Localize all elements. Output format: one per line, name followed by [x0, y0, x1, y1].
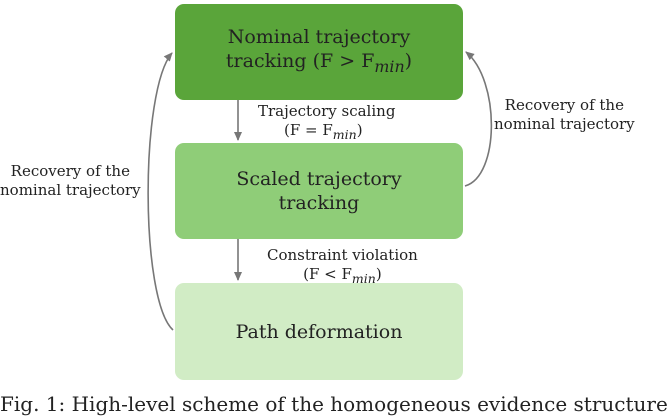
- node-nominal-line1: Nominal trajectory: [227, 26, 411, 49]
- edge-scaling-line2: (F = Fmin): [258, 121, 395, 144]
- edge-scaling-sub: min: [332, 127, 357, 142]
- edge-recovery-left-line1: Recovery of the: [10, 162, 130, 180]
- arrow-recovery-left: [147, 52, 174, 331]
- edge-scaling-end: ): [356, 121, 363, 139]
- node-nominal-end: ): [404, 50, 413, 73]
- figure-caption: Fig. 1: High-level scheme of the homogen…: [0, 392, 668, 416]
- edge-violation-sub: min: [351, 271, 376, 286]
- edge-violation-line1: Constraint violation: [267, 246, 418, 264]
- edge-label-violation: Constraint violation (F < Fmin): [267, 246, 418, 288]
- edge-recovery-right-line1: Recovery of the: [504, 96, 624, 114]
- node-path-line1: Path deformation: [235, 320, 403, 343]
- edge-label-scaling: Trajectory scaling (F = Fmin): [258, 102, 395, 144]
- node-nominal-sub: min: [374, 56, 405, 76]
- edge-recovery-left-line2: nominal trajectory: [0, 181, 141, 199]
- edge-violation-end: ): [375, 265, 382, 283]
- edge-label-recovery-left: Recovery of the nominal trajectory: [0, 162, 141, 200]
- edge-scaling-line1: Trajectory scaling: [258, 102, 396, 120]
- node-nominal-line2: tracking (F > Fmin): [226, 49, 412, 79]
- edge-label-recovery-right: Recovery of the nominal trajectory: [494, 96, 635, 134]
- edge-violation-line2: (F < Fmin): [267, 265, 418, 288]
- edge-scaling-cond: (F = F: [284, 121, 333, 139]
- node-scaled-line1: Scaled trajectory: [236, 168, 402, 190]
- arrows-layer: [147, 51, 493, 331]
- node-scaled-tracking: Scaled trajectory tracking: [175, 143, 463, 239]
- node-path-deformation: Path deformation: [175, 283, 463, 380]
- node-scaled-line2: tracking: [278, 192, 360, 214]
- node-nominal-cond: tracking (F > F: [225, 50, 375, 73]
- node-nominal-tracking: Nominal trajectory tracking (F > Fmin): [175, 4, 463, 100]
- edge-violation-cond: (F < F: [303, 265, 352, 283]
- arrow-recovery-right: [464, 51, 493, 187]
- edge-recovery-right-line2: nominal trajectory: [494, 115, 635, 133]
